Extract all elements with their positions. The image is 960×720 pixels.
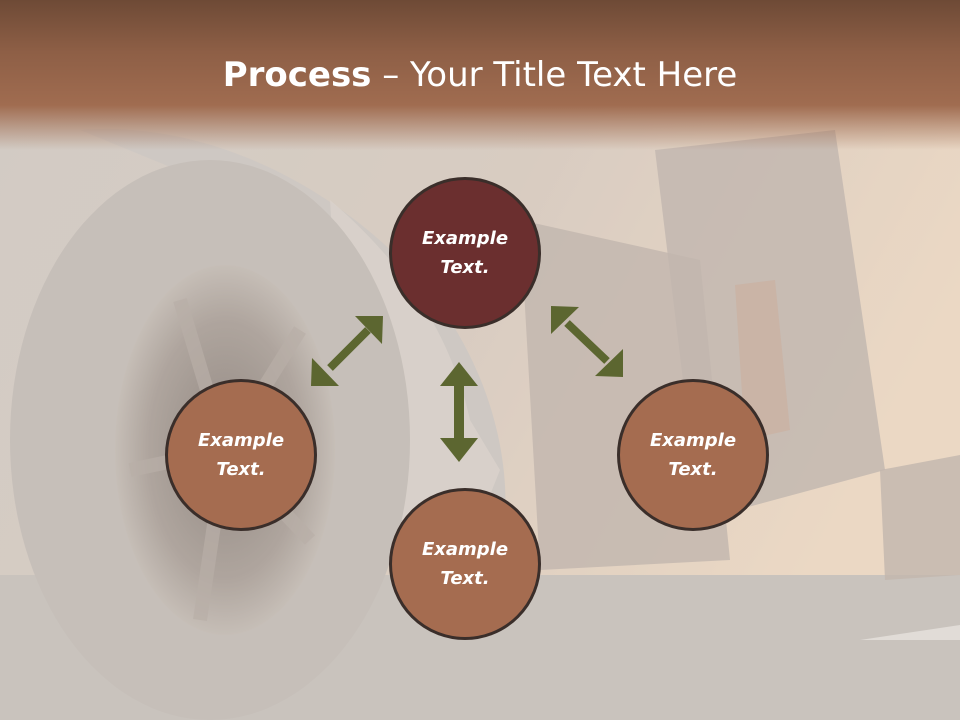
process-node-left: Example Text. [165, 379, 317, 531]
title-band [0, 0, 960, 150]
arrow-top-left [311, 316, 383, 386]
title-rest: – Your Title Text Here [371, 55, 738, 95]
slide-title: Process – Your Title Text Here [0, 52, 960, 98]
arrow-top-right [551, 306, 623, 377]
node-left-text: Example Text. [197, 430, 285, 480]
process-node-right: Example Text. [617, 379, 769, 531]
node-bottom-text: Example Text. [421, 539, 509, 589]
arrow-vertical [440, 362, 478, 462]
node-right-text: Example Text. [649, 430, 737, 480]
node-top-text: Example Text. [421, 228, 509, 278]
process-node-bottom: Example Text. [389, 488, 541, 640]
title-bold: Process [222, 55, 372, 95]
process-node-top: Example Text. [389, 177, 541, 329]
